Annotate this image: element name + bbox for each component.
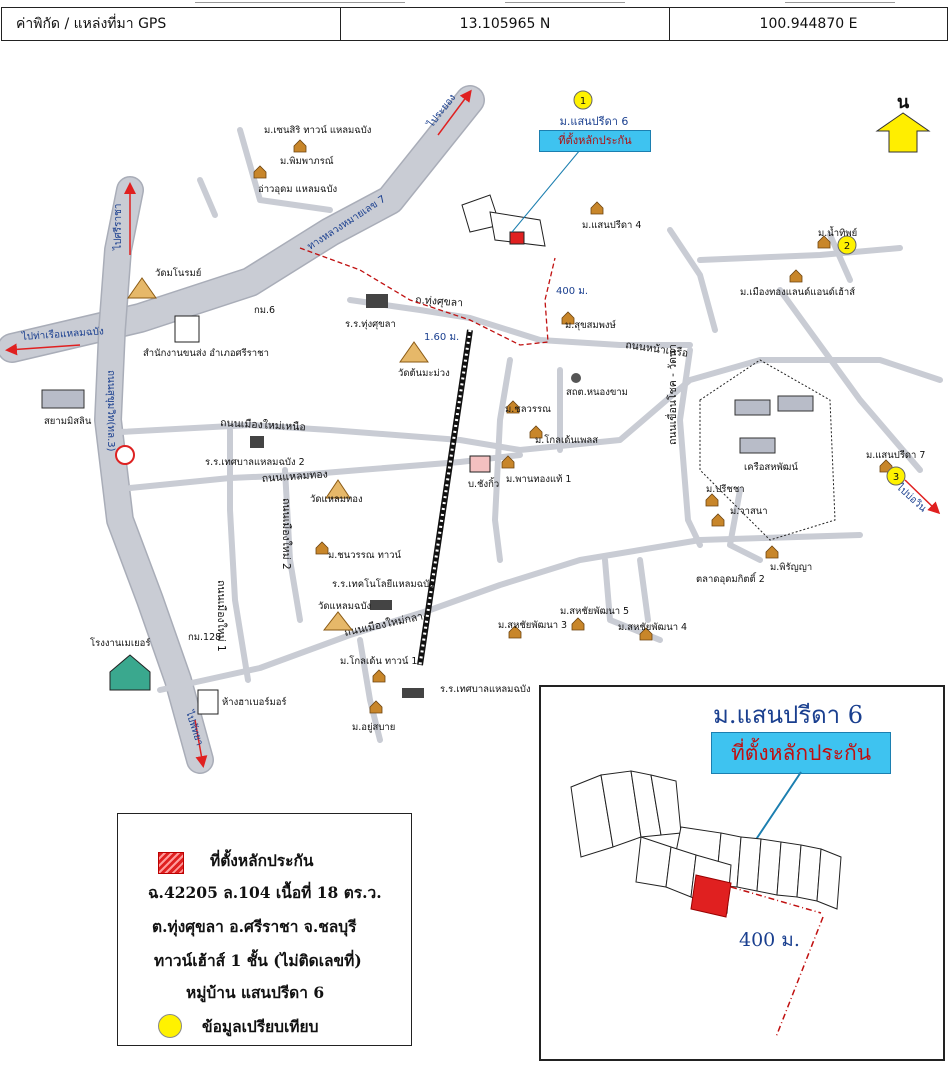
- inset-plot-diagram: [570, 770, 842, 1038]
- place-chonwan: ม.ชลวรรณ: [505, 404, 551, 415]
- place-nong-kham-station: สถต.หนองขาม: [566, 387, 628, 398]
- place-saha-phat: เครือสหพัฒน์: [744, 461, 798, 473]
- marker-3: 3: [886, 466, 906, 486]
- site-callout-title: ม.แสนปรีดา 6: [559, 115, 629, 128]
- place-golden-place: ม.โกลเด้นเพลส: [535, 434, 598, 446]
- sukhumvit-label: ถนนสุขุมวิท(ทล.3): [105, 370, 116, 452]
- road-label-mueang-mai-2: ถนนเมืองใหม่ 2: [280, 498, 293, 570]
- road-label-nong-kho-wang-nam: ถนนเขื่อนโชค - วัดนา: [665, 344, 679, 445]
- inset-title: ม.แสนปรีดา 6: [713, 701, 864, 729]
- place-golden-town1: ม.โกลเด้น ทาวน์ 1: [340, 655, 417, 667]
- place-sanprida7: ม.แสนปรีดา 7: [866, 449, 925, 461]
- place-sahachai-phatthana5: ม.สหชัยพัฒนา 5: [560, 606, 629, 617]
- place-harbor-mall: ห้างฮาเบอร์มอร์: [222, 696, 287, 708]
- gps-table: ค่าพิกัด / แหล่งที่มา GPS 13.105965 N 10…: [1, 7, 948, 41]
- svg-text:2: 2: [844, 241, 850, 252]
- site-callout-box: ที่ตั้งหลักประกัน: [539, 130, 651, 152]
- site-plot: [461, 194, 546, 247]
- legend-line-5: หมู่บ้าน แสนปรีดา 6: [186, 983, 325, 1002]
- place-sanprida4: ม.แสนปรีดา 4: [582, 219, 641, 231]
- top-border: [0, 0, 950, 6]
- place-wat-nonrom: วัดมโนรมย์: [155, 267, 201, 279]
- place-school-laem-chabang2: ร.ร.เทศบาลแหลมฉบัง 2: [205, 457, 305, 468]
- legend-line-1: ที่ตั้งหลักประกัน: [210, 851, 314, 870]
- place-ao-udom: อ่าวอุดม แหลมฉบัง: [258, 184, 337, 195]
- north-arrow-icon: น: [875, 92, 931, 153]
- marker-2: 2: [837, 235, 857, 255]
- legend-line-3: ต.ทุ่งศุขลา อ.ศรีราชา จ.ชลบุรี: [152, 917, 357, 936]
- place-wat-laem-thong: วัดแหลมทอง: [310, 494, 363, 505]
- gps-latitude: 13.105965 N: [340, 7, 670, 41]
- place-school-laem-chabang: ร.ร.เทศบาลแหลมฉบัง: [440, 684, 531, 695]
- place-sahachai-phatthana3: ม.สหชัยพัฒนา 3: [498, 620, 567, 631]
- collateral-swatch-icon: [158, 852, 184, 874]
- place-chanawan-town: ม.ชนวรรณ ทาวน์: [328, 549, 402, 561]
- place-preecha: ม.ปรีชชา: [706, 483, 745, 495]
- gps-label: ค่าพิกัด / แหล่งที่มา GPS: [1, 7, 341, 41]
- place-suksompong: ม.สุขสมพงษ์: [565, 319, 616, 331]
- distance-160-label: 1.60 ม.: [424, 332, 459, 343]
- place-phimpaporn: ม.พิมพาภรณ์: [280, 155, 334, 167]
- map-legend: ที่ตั้งหลักประกัน ฉ.42205 ล.104 เนื้อที่…: [117, 813, 412, 1046]
- road-label-nah-khrua: ถนนหน้าเครือ: [625, 338, 689, 360]
- place-talat-udom-kit2: ตลาดอุดมกิตติ์ 2: [696, 571, 765, 585]
- inset-distance-label: 400 ม.: [739, 929, 800, 951]
- to-laem-chabang-port-label: ไปท่าเรือแหลมฉบัง: [20, 325, 104, 343]
- road-label-thung-sukhla: ถ.ทุ่งศุขลา: [415, 294, 464, 309]
- place-school-tech: ร.ร.เทคโนโลยีแหลมฉบัง: [332, 578, 434, 590]
- place-numthip: ม.น้ำทิพย์: [818, 226, 857, 239]
- comparison-dot-icon: [158, 1014, 182, 1038]
- place-wat-ton-mamuang: วัดต้นมะม่วง: [398, 368, 450, 379]
- legend-line-6: ข้อมูลเปรียบเทียบ: [202, 1017, 319, 1036]
- place-school-thung-sukhla: ร.ร.ทุ่งศุขลา: [345, 319, 396, 330]
- gps-longitude: 100.944870 E: [669, 7, 948, 41]
- place-meyer-factory: โรงงานเมเยอร์: [90, 637, 150, 649]
- place-yoo-sabai: ม.อยู่สบาย: [352, 722, 395, 733]
- road-label-mueang-mai-kang: ถนนเมืองใหม่กลาง: [343, 608, 429, 638]
- place-wat-laem-chabang: วัดแหลมฉบัง: [318, 601, 371, 612]
- legend-line-2: ฉ.42205 ล.104 เนื้อที่ 18 ตร.ว.: [148, 883, 382, 902]
- place-pirunya: ม.พิรัญญา: [770, 562, 812, 573]
- road-label-mueang-mai-1: ถนนเมืองใหม่ 1: [215, 580, 228, 652]
- north-label: น: [897, 92, 910, 113]
- road-label-laem-thong: ถนนแหลมทอง: [261, 468, 328, 485]
- place-phan-thong-thae1: ม.พานทองแท้ 1: [506, 474, 571, 485]
- railway: [417, 329, 473, 666]
- place-siam-mitsubishi: สยามมิสลิน: [44, 416, 92, 427]
- distance-400-label: 400 ม.: [556, 286, 588, 297]
- svg-text:1: 1: [580, 96, 586, 107]
- place-wasana: ม.วาสนา: [730, 506, 768, 517]
- place-ban-sangkio: บ.ชังกิ้ว: [468, 477, 499, 490]
- inset-map: ม.แสนปรีดา 6 ที่ตั้งหลักประกัน 400 ม.: [539, 685, 945, 1061]
- marker-1: 1: [573, 90, 593, 110]
- place-km128: กม.128: [188, 632, 221, 643]
- place-sensiri: ม.เซนสิริ ทาวน์ แหลมฉบัง: [264, 124, 371, 136]
- to-sriracha-label: ไปศรีราชา: [112, 204, 124, 251]
- industrial-zone: [699, 359, 836, 541]
- inset-site-box: ที่ตั้งหลักประกัน: [711, 732, 891, 774]
- road-label-mueang-mai-nuea: ถนนเมืองใหม่เหนือ: [220, 416, 306, 433]
- place-km6: กม.6: [254, 305, 275, 316]
- place-district-office: สำนักงานขนส่ง อำเภอศรีราชา: [143, 347, 269, 359]
- legend-line-4: ทาวน์เฮ้าส์ 1 ชั้น (ไม่ติดเลขที่): [154, 951, 362, 970]
- place-sahachai-phatthana4: ม.สหชัยพัฒนา 4: [618, 622, 687, 633]
- svg-text:3: 3: [893, 472, 899, 483]
- place-mueang-thong-land: ม.เมืองทองแลนด์แอนด์เฮ้าส์: [740, 286, 855, 298]
